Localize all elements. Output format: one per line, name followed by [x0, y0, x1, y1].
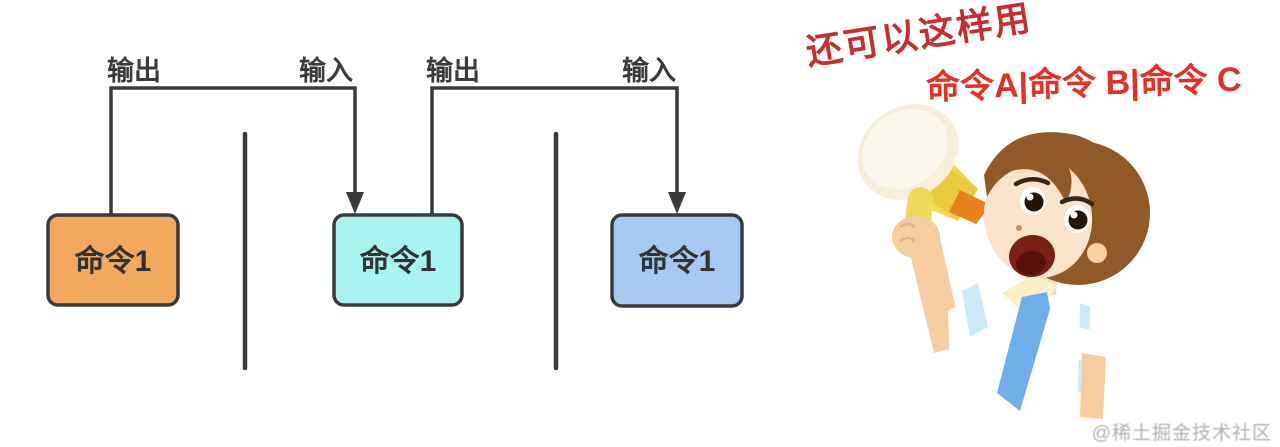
connector-line-2: [430, 86, 679, 215]
boy-ear: [1087, 243, 1107, 263]
right-eyebrow: [1059, 196, 1095, 207]
command-box-1: [46, 213, 180, 307]
boy-nose: [1016, 225, 1022, 231]
hand-finger-lines: [899, 222, 915, 243]
megaphone-bell-inner: [862, 109, 948, 189]
command-box-1-label: 命令1: [75, 244, 152, 278]
input-label-1: 输入: [299, 55, 353, 86]
blue-tie: [997, 292, 1050, 411]
megaphone-mouthpiece: [949, 190, 991, 224]
connector-line-1: [109, 86, 357, 215]
left-eye-highlight: [1026, 193, 1034, 201]
command-box-2-label: 命令1: [360, 244, 437, 278]
boy-hair-fringe: [984, 132, 1122, 203]
arrowhead-icon: [346, 192, 364, 214]
input-label-2: 输入: [622, 55, 676, 86]
watermark-text: @稀土掘金技术社区: [1091, 423, 1272, 444]
megaphone-boy-illustration: [857, 104, 1150, 419]
boy-hand: [892, 216, 940, 258]
shirt-shadow-left: [962, 283, 988, 337]
command-box-2: [332, 213, 464, 307]
right-eye-highlight: [1070, 211, 1078, 219]
output-label-1: 输出: [107, 55, 161, 86]
command-box-3: [610, 213, 744, 308]
command-box-3-label: 命令1: [639, 244, 716, 278]
left-eyebrow: [1013, 177, 1051, 187]
arrowhead-icon: [668, 192, 686, 214]
output-label-2: 输出: [426, 55, 480, 86]
boy-right-arm: [1080, 353, 1106, 419]
boy-mouth-inner: [1016, 250, 1046, 276]
